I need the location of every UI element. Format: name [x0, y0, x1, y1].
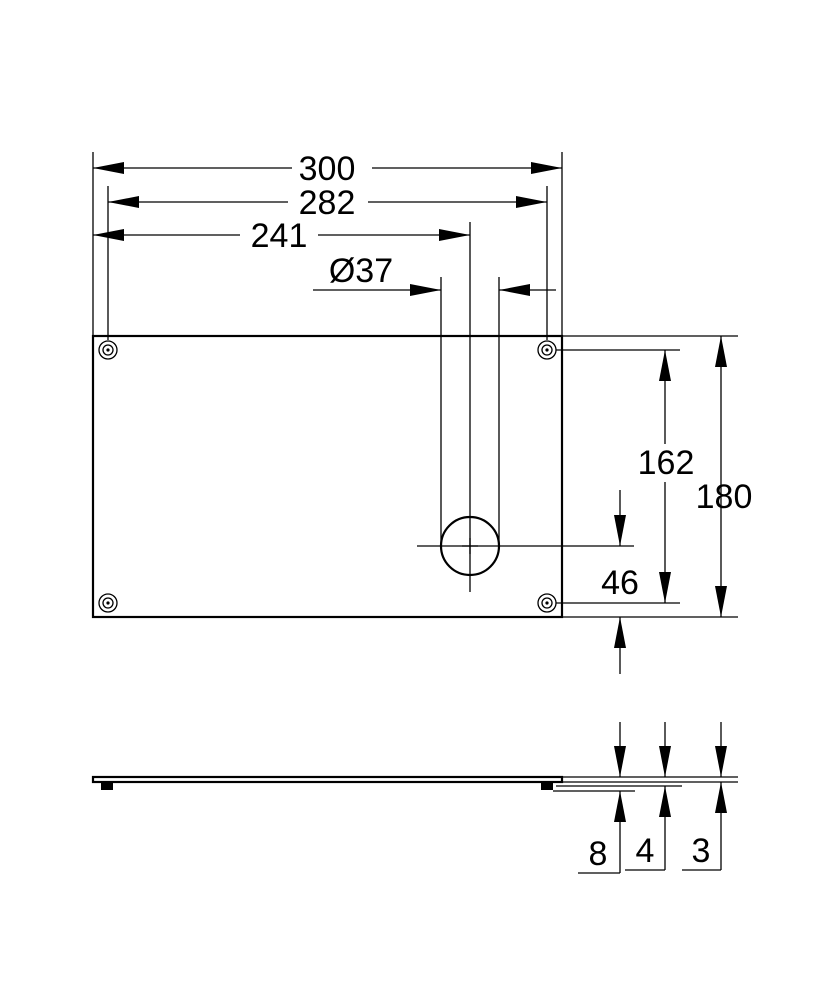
plate-top-view: [91, 334, 564, 619]
label-180: 180: [696, 478, 753, 516]
label-4: 4: [636, 832, 655, 870]
dim-282: 282: [108, 184, 547, 222]
label-8: 8: [589, 835, 608, 873]
dim-4: 4: [625, 722, 671, 871]
dim-180: 180: [696, 336, 753, 617]
label-3: 3: [692, 832, 711, 870]
screw-top-right: [537, 340, 557, 360]
dim-8: 8: [578, 722, 626, 874]
dim-162: 162: [634, 350, 696, 603]
plate-outline: [91, 334, 564, 619]
plate-side-view: [91, 775, 564, 790]
dim-46: 46: [601, 490, 639, 674]
label-241: 241: [251, 217, 308, 255]
screw-bottom-right: [537, 593, 557, 613]
dim-3: 3: [682, 722, 727, 871]
label-diameter: Ø37: [329, 252, 393, 290]
foot-right: [541, 782, 553, 790]
label-46: 46: [601, 564, 639, 602]
screw-bottom-left: [98, 593, 118, 613]
label-300: 300: [299, 150, 356, 188]
dim-241: 241: [93, 217, 470, 255]
dim-diameter: Ø37: [313, 252, 556, 296]
dim-300: 300: [93, 150, 562, 188]
label-162: 162: [638, 444, 695, 482]
screw-top-left: [98, 340, 118, 360]
label-282: 282: [299, 184, 356, 222]
foot-left: [101, 782, 113, 790]
